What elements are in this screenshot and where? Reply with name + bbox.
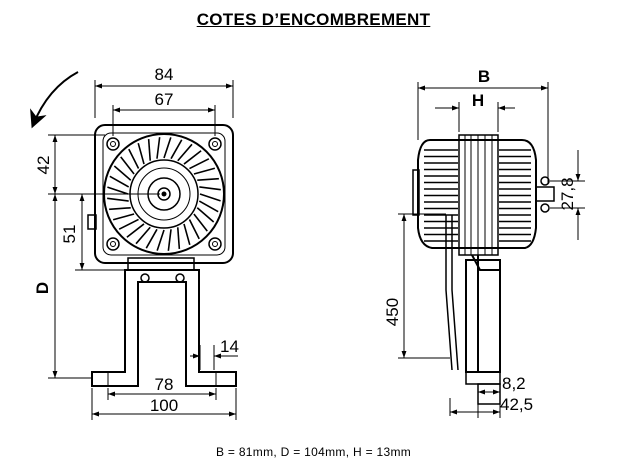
fin <box>145 228 158 249</box>
dimension-caption: B = 81mm, D = 104mm, H = 13mm <box>215 445 412 459</box>
fin <box>135 226 151 245</box>
dim-27-8-label: 27,8 <box>558 177 577 210</box>
fin <box>120 156 135 175</box>
dim-14-label: 14 <box>220 337 239 356</box>
fin <box>156 137 161 159</box>
fin <box>198 200 219 213</box>
fin <box>156 229 165 251</box>
fin <box>113 165 132 181</box>
dim-H-label: H <box>472 91 484 110</box>
corner-holes <box>106 137 222 251</box>
dim-84-label: 84 <box>155 65 174 84</box>
fin <box>170 139 183 160</box>
fin <box>126 223 145 238</box>
rotation-arrow-icon <box>30 71 79 129</box>
dim-D-label: D <box>33 282 52 294</box>
dim-42-5-label: 42,5 <box>500 395 533 414</box>
fin <box>112 213 135 221</box>
fin <box>183 223 191 246</box>
side-fins <box>424 149 531 242</box>
fin <box>163 137 172 159</box>
dim-B-label: B <box>478 67 490 86</box>
dim-51-label: 51 <box>60 225 79 244</box>
fin <box>177 143 193 162</box>
fin <box>188 219 200 240</box>
dim-42-label: 42 <box>34 156 53 175</box>
fin <box>109 206 131 211</box>
fin <box>199 193 221 202</box>
dim-100-label: 100 <box>150 396 178 415</box>
fin <box>193 213 208 232</box>
lead-wires <box>445 215 453 371</box>
fin <box>128 148 140 169</box>
front-view: 84 67 42 51 D 14 78 100 <box>30 65 239 420</box>
shaft <box>535 186 555 202</box>
motor-body-side <box>417 139 537 249</box>
page-title: COTES D’ENCOMBREMENT <box>196 10 431 29</box>
fin <box>197 177 219 182</box>
fin <box>196 207 215 223</box>
dim-78-label: 78 <box>155 375 174 394</box>
fin <box>167 229 172 251</box>
fin <box>107 197 129 202</box>
dim-8-2-label: 8,2 <box>502 374 526 393</box>
fin <box>137 142 145 165</box>
fin <box>118 218 139 230</box>
side-view: B H 27,8 450 8,2 42,5 <box>383 67 585 418</box>
fin <box>147 139 152 161</box>
cooling-fins <box>107 137 221 251</box>
dim-450-label: 450 <box>383 298 402 326</box>
fin <box>176 227 181 249</box>
fin <box>189 158 210 170</box>
u-bracket <box>91 269 237 387</box>
fin <box>193 167 216 175</box>
dim-67-label: 67 <box>155 90 174 109</box>
side-bracket <box>471 254 501 373</box>
fin <box>199 186 221 191</box>
fin <box>183 150 202 165</box>
fin <box>109 175 130 188</box>
fin <box>107 186 129 195</box>
